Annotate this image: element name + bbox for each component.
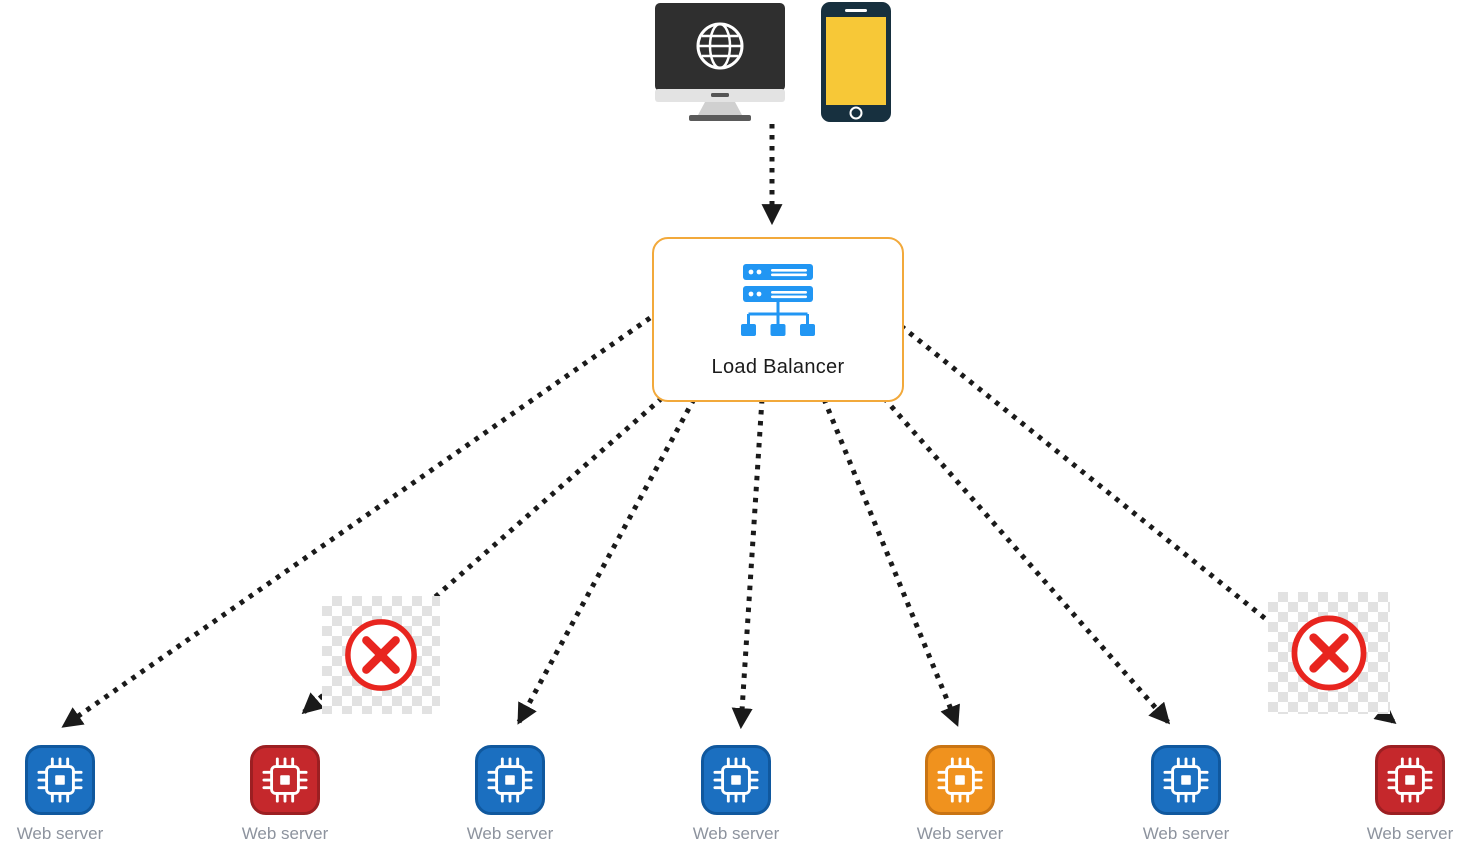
web-server-node: Web server [223,745,347,844]
red-cross-circle-icon [345,619,417,691]
web-server-label: Web server [1366,824,1454,843]
load-balancer-label: Load Balancer [711,356,845,378]
web-server-chip-icon [25,745,95,815]
arrow-lb-to-server-3 [516,397,697,725]
web-server-chip-icon [1151,745,1221,815]
web-server-chip-icon [925,745,995,815]
red-cross-circle-icon [1291,615,1367,691]
web-server-chip-icon [475,745,545,815]
load-balancer-server-stack-icon [741,264,815,336]
failed-server-cross-right [1268,592,1390,714]
web-server-label: Web server [916,824,1004,843]
web-server-label: Web server [241,824,329,843]
web-server-node: Web server [1348,745,1464,844]
web-server-node: Web server [448,745,572,844]
failed-server-cross-left [322,596,440,714]
web-server-node: Web server [898,745,1022,844]
web-server-chip-icon [701,745,771,815]
desktop-globe-icon [655,3,785,121]
arrow-lb-to-server-5 [821,398,960,727]
arrow-lb-to-server-6 [882,396,1171,725]
web-server-label: Web server [692,824,780,843]
web-server-label: Web server [466,824,554,843]
web-server-node: Web server [1124,745,1248,844]
web-server-label: Web server [1142,824,1230,843]
web-server-label: Web server [16,824,104,843]
web-server-chip-icon [1375,745,1445,815]
arrow-lb-to-server-4 [731,398,765,730]
load-balancer-node: Load Balancer [652,237,904,402]
web-server-node: Web server [0,745,122,844]
web-server-chip-icon [250,745,320,815]
smartphone-icon [821,2,891,122]
web-server-node: Web server [674,745,798,844]
